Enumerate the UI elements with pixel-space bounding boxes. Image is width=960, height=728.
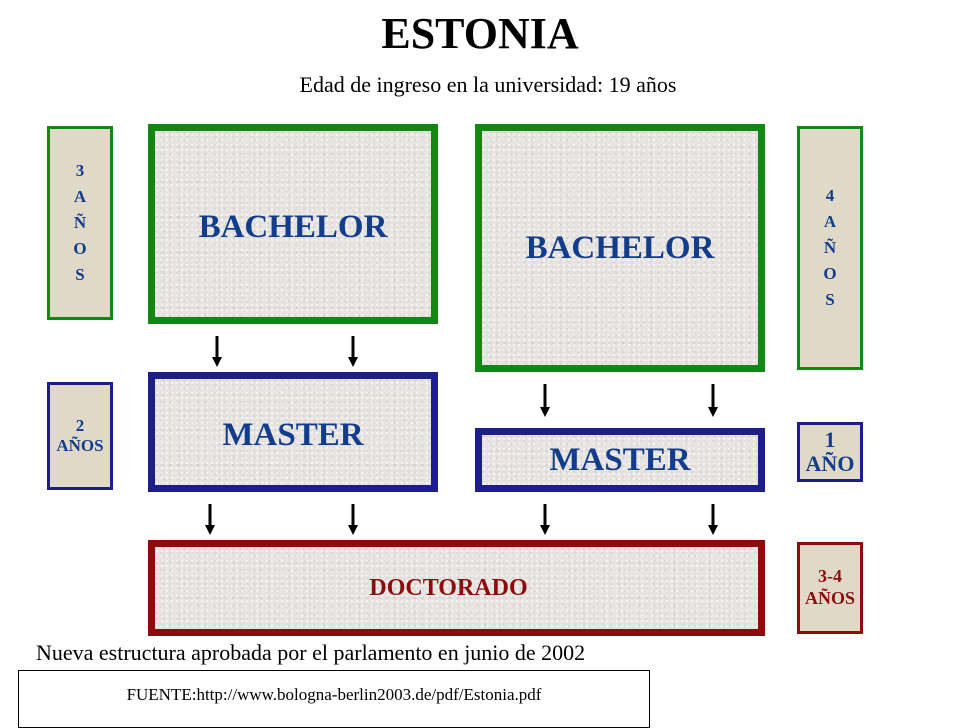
duration-doctorado-unit: AÑOS bbox=[804, 588, 855, 608]
page-subtitle: Edad de ingreso en la universidad: 19 añ… bbox=[299, 72, 677, 97]
duration-2-years: 2 AÑOS bbox=[47, 382, 113, 490]
source-text: FUENTE:http://www.bologna-berlin2003.de/… bbox=[126, 685, 542, 704]
duration-4-years: 4AÑOS bbox=[797, 126, 863, 370]
bachelor-right-label: BACHELOR bbox=[525, 229, 715, 266]
bachelor-box-left: BACHELOR bbox=[148, 124, 438, 324]
duration-1-year-number: 1 bbox=[824, 426, 836, 452]
master-left-label: MASTER bbox=[222, 417, 364, 453]
duration-2-years-unit: AÑOS bbox=[56, 436, 104, 455]
duration-1-year-unit: AÑO bbox=[805, 451, 855, 476]
source-box: FUENTE:http://www.bologna-berlin2003.de/… bbox=[18, 670, 650, 728]
duration-doctorado: 3-4 AÑOS bbox=[797, 542, 863, 634]
bachelor-left-label: BACHELOR bbox=[198, 209, 388, 245]
bachelor-box-right: BACHELOR bbox=[475, 124, 765, 372]
footnote: Nueva estructura aprobada por el parlame… bbox=[36, 640, 586, 665]
duration-doctorado-number: 3-4 bbox=[818, 566, 842, 587]
page-title: ESTONIA bbox=[381, 9, 579, 58]
duration-4-years-label: 4AÑOS bbox=[823, 186, 837, 309]
master-right-label: MASTER bbox=[549, 441, 691, 478]
master-box-left: MASTER bbox=[148, 372, 438, 492]
duration-2-years-number: 2 bbox=[75, 415, 85, 435]
duration-3-years-label: 3AÑOS bbox=[73, 161, 87, 284]
doctorado-box: DOCTORADO bbox=[148, 540, 765, 636]
duration-3-years: 3AÑOS bbox=[47, 126, 113, 320]
duration-1-year: 1 AÑO bbox=[797, 422, 863, 482]
master-box-right: MASTER bbox=[475, 428, 765, 492]
doctorado-label: DOCTORADO bbox=[369, 574, 528, 601]
